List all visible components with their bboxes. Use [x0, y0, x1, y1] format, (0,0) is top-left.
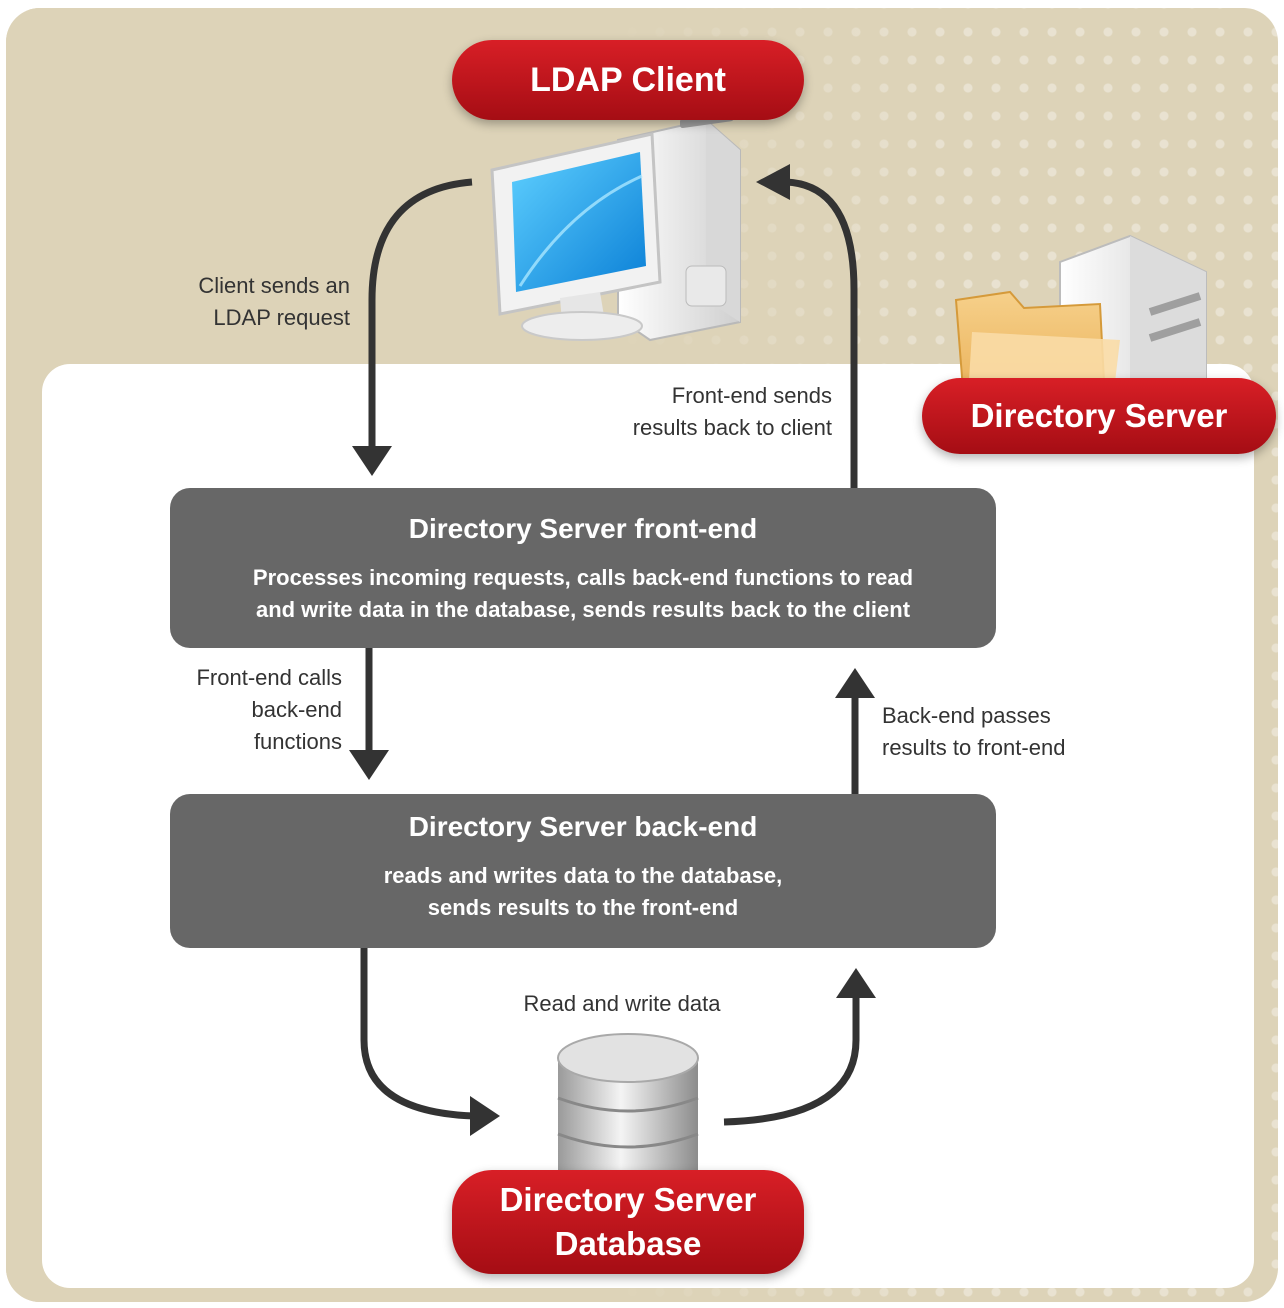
frontend-box: Directory Server front-end Processes inc…	[170, 488, 996, 648]
backend-desc-line1: reads and writes data to the database,	[383, 863, 783, 888]
edge-label-client-request: Client sends an LDAP request	[198, 273, 350, 330]
backend-desc-line2: sends results to the front-end	[427, 895, 739, 920]
database-cylinder-icon	[557, 1033, 699, 1183]
backend-box: Directory Server back-end reads and writ…	[170, 794, 996, 948]
edge-label-backend-passes: Back-end passes results to front-end	[882, 703, 1066, 760]
edge-label-read-write: Read and write data	[523, 991, 721, 1016]
frontend-desc-line1: Processes incoming requests, calls back-…	[252, 565, 914, 590]
arrow-backend-passes	[835, 668, 875, 794]
backend-title: Directory Server back-end	[408, 811, 758, 842]
frontend-title: Directory Server front-end	[408, 513, 758, 544]
arrow-client-request	[352, 178, 473, 476]
arrow-frontend-calls	[349, 648, 389, 780]
ldap-client-label: LDAP Client	[530, 61, 726, 99]
database-label-line1: Directory Server	[499, 1181, 757, 1218]
directory-server-node: Directory Server	[922, 378, 1276, 454]
arrow-write-database	[360, 948, 500, 1136]
edge-label-frontend-results: Front-end sends results back to client	[632, 383, 832, 440]
database-node: Directory Server Database	[452, 1170, 804, 1274]
edge-label-frontend-calls: Front-end calls back-end functions	[196, 665, 342, 754]
database-label-line2: Database	[554, 1225, 702, 1262]
arrow-read-database	[723, 968, 876, 1126]
directory-server-label: Directory Server	[970, 397, 1228, 434]
ldap-client-node: LDAP Client	[452, 40, 804, 120]
arrow-frontend-results	[756, 164, 858, 488]
desktop-computer-icon	[490, 83, 741, 342]
frontend-desc-line2: and write data in the database, sends re…	[255, 597, 911, 622]
